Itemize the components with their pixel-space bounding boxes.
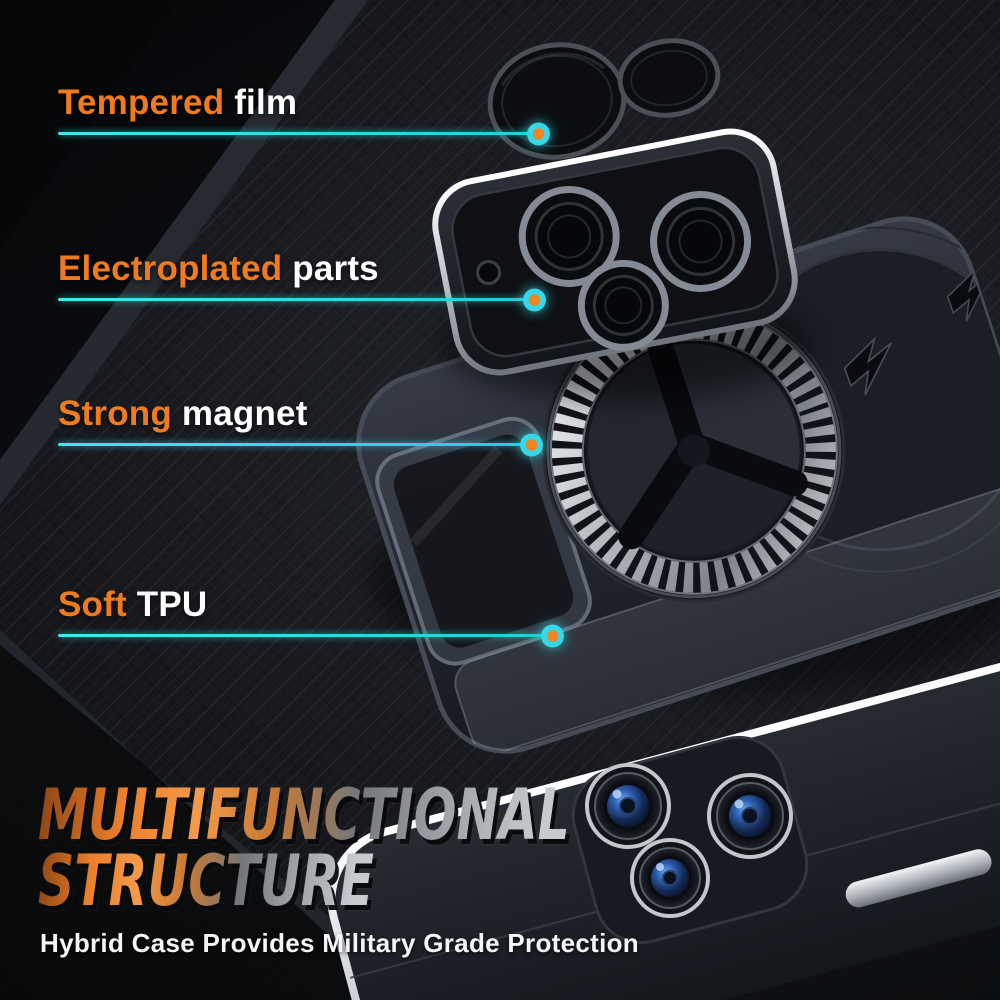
callout-label: Tempered film <box>58 82 539 124</box>
callout-highlight: Soft <box>58 585 127 624</box>
callout-highlight: Electroplated <box>58 249 283 288</box>
callout-soft-tpu: Soft TPU <box>58 584 564 647</box>
tagline: Hybrid Case Provides Military Grade Prot… <box>40 928 639 958</box>
callout-electroplated-parts: Electroplated parts <box>58 248 546 311</box>
callout-dot <box>520 433 543 456</box>
callout-rest: TPU <box>126 585 208 624</box>
callout-line <box>58 288 546 311</box>
headline-line-2: STRUCTURE <box>38 839 374 922</box>
callout-highlight: Tempered <box>58 83 225 122</box>
callout-dot <box>541 624 564 647</box>
callout-rest: magnet <box>171 394 308 433</box>
callout-line <box>58 122 550 145</box>
headline: MULTIFUNCTIONAL STRUCTURE <box>38 774 777 922</box>
callout-rest: film <box>224 83 298 122</box>
callout-rest: parts <box>282 249 379 288</box>
callout-strong-magnet: Strong magnet <box>58 393 543 456</box>
callout-highlight: Strong <box>58 394 172 433</box>
callout-tempered-film: Tempered film <box>58 82 550 145</box>
callout-dot <box>523 288 546 311</box>
callout-line <box>58 624 564 647</box>
callout-line <box>58 433 543 456</box>
callout-dot <box>527 122 550 145</box>
callout-label: Electroplated parts <box>58 248 535 290</box>
headline-line-1: MULTIFUNCTIONAL <box>38 774 570 856</box>
callout-label: Strong magnet <box>58 393 532 435</box>
callout-label: Soft TPU <box>58 584 553 626</box>
